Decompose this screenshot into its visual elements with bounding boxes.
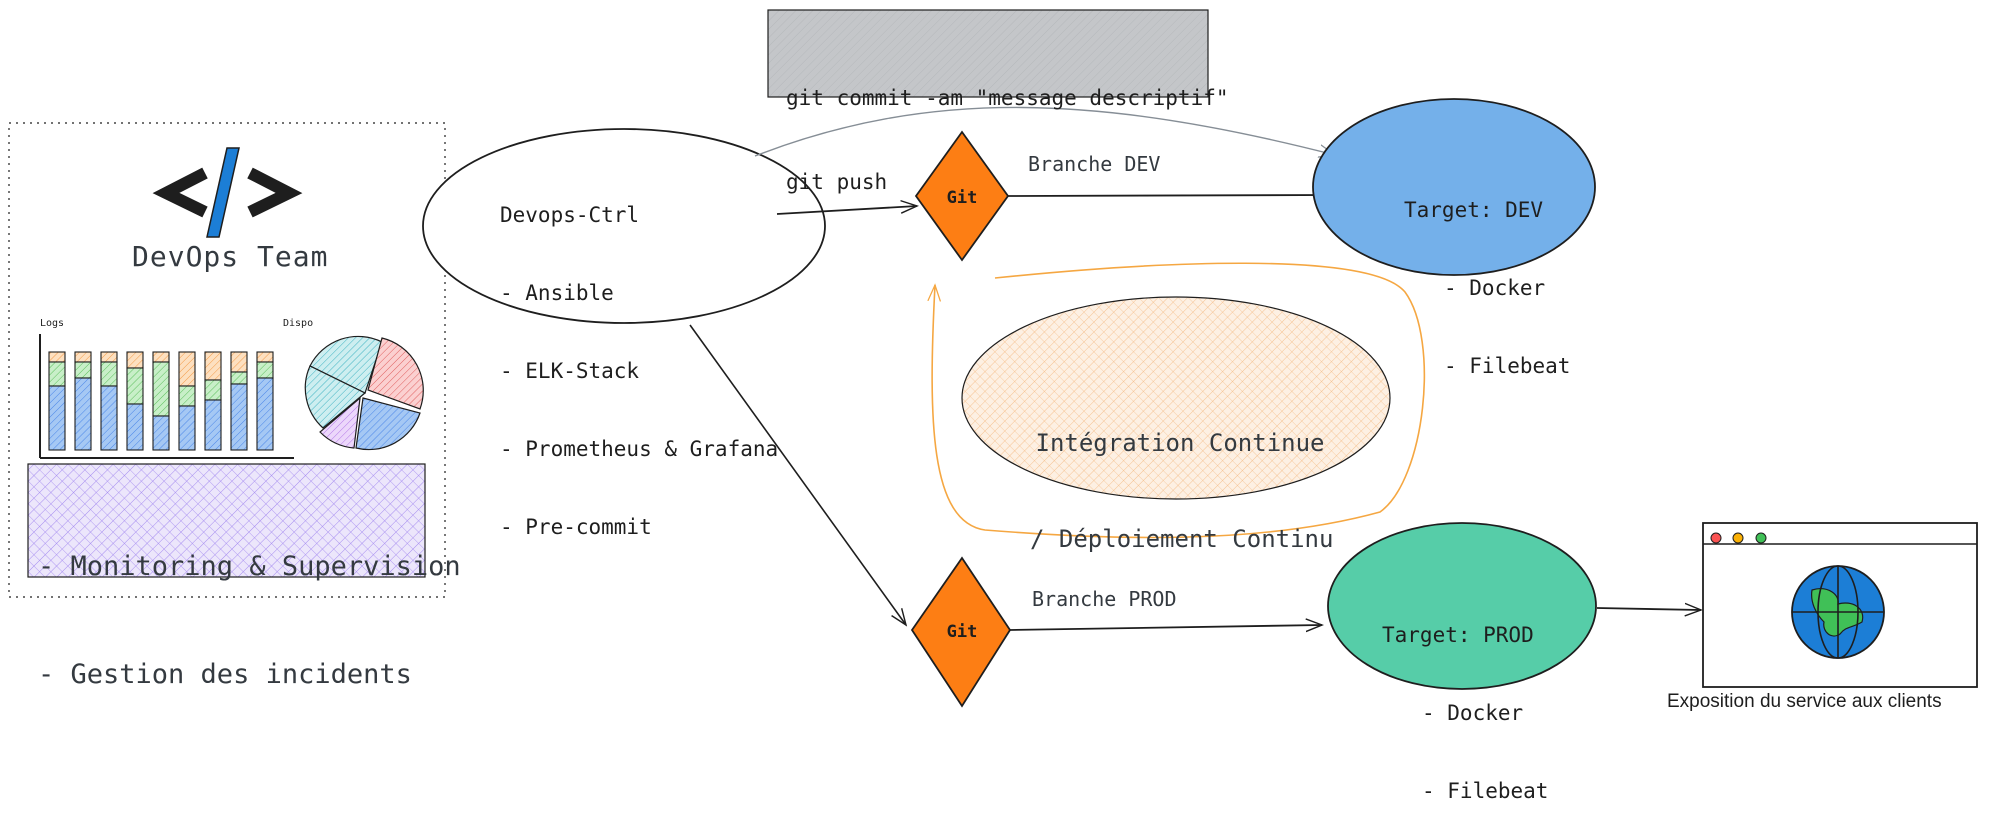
team-bar-chart xyxy=(39,334,294,459)
target-prod-item: - Docker xyxy=(1422,701,1524,725)
devops-ctrl-text: Devops-Ctrl - Ansible - ELK-Stack - Prom… xyxy=(500,150,778,566)
diagram-canvas: Git Git xyxy=(8,9,1978,708)
bar-segment xyxy=(126,367,144,405)
exposition-label: Exposition du service aux clients xyxy=(1667,691,1942,712)
team-tasks: - Monitoring & Supervision - Gestion des… xyxy=(38,477,461,729)
team-title: DevOps Team xyxy=(132,240,329,273)
branch-prod-arrow xyxy=(1009,625,1322,630)
bar-segment xyxy=(178,405,196,451)
bar-segment xyxy=(74,361,92,379)
target-dev-text: Target: DEV - Docker - Filebeat xyxy=(1404,145,1570,405)
target-prod-title: Target: PROD xyxy=(1382,623,1534,647)
bar-segment xyxy=(100,351,118,363)
bar-segment xyxy=(204,379,222,401)
monitoring-box xyxy=(27,463,426,578)
bar-segment xyxy=(48,361,66,387)
git-command-text: git commit -am "message descriptif" git … xyxy=(786,28,1229,224)
globe-icon xyxy=(1791,565,1885,659)
git-prod-diamond xyxy=(910,556,1012,708)
team-frame xyxy=(8,122,446,598)
devops-ctrl-item: - ELK-Stack xyxy=(500,359,640,383)
ctrl-to-git-prod-arrow xyxy=(689,324,906,625)
bar-segment xyxy=(152,351,170,363)
devops-ctrl-item: - Ansible xyxy=(500,281,614,305)
target-prod-item: - Filebeat xyxy=(1422,779,1549,803)
code-brackets-icon xyxy=(152,147,303,238)
bar-segment xyxy=(100,361,118,387)
target-dev-node xyxy=(1312,98,1596,276)
bar-segment xyxy=(74,377,92,451)
target-dev-item: - Filebeat xyxy=(1444,354,1571,378)
cicd-line2: / Déploiement Continu xyxy=(1030,525,1334,553)
cicd-node xyxy=(961,296,1391,500)
bar-segment xyxy=(230,383,248,451)
cicd-text: Intégration Continue / Déploiement Conti… xyxy=(1030,363,1334,587)
chart-label-logs: Logs xyxy=(40,318,65,329)
bar-segment xyxy=(256,377,274,451)
branch-dev-arrow xyxy=(1007,195,1333,196)
bar-segment xyxy=(152,361,170,417)
git-command-box xyxy=(767,9,1209,98)
task-incidents: - Gestion des incidents xyxy=(38,659,412,690)
git-push-arrow xyxy=(754,106,1335,156)
bar-segment xyxy=(178,385,196,407)
devops-ctrl-item: - Pre-commit xyxy=(500,515,652,539)
devops-ctrl-item: - Prometheus & Grafana xyxy=(500,437,779,461)
chart-label-dispo: Dispo xyxy=(283,318,314,329)
git-dev-diamond xyxy=(914,130,1010,262)
devops-ctrl-node xyxy=(422,128,826,324)
bar-segment xyxy=(74,351,92,363)
bar-segment xyxy=(230,371,248,385)
git-dev-label: Git xyxy=(947,188,978,208)
branch-prod-label: Branche PROD xyxy=(1032,587,1177,611)
bar-segment xyxy=(256,361,274,379)
bar-segment xyxy=(204,351,222,381)
ctrl-to-git-dev-arrow xyxy=(776,206,917,215)
cicd-loop-arrow xyxy=(932,262,1426,539)
target-prod-text: Target: PROD - Docker - Filebeat xyxy=(1382,570,1548,830)
browser-window xyxy=(1702,522,1978,688)
bar-segment xyxy=(152,415,170,451)
bar-segment xyxy=(230,351,248,373)
target-dev-item: - Docker xyxy=(1444,276,1546,300)
bar-segment xyxy=(178,351,196,387)
target-prod-node xyxy=(1327,522,1597,690)
task-monitoring: - Monitoring & Supervision xyxy=(38,551,461,582)
bar-segment xyxy=(256,351,274,363)
git-commit-command: git commit -am "message descriptif" xyxy=(786,86,1229,110)
cicd-line1: Intégration Continue xyxy=(1035,429,1325,457)
bar-segment xyxy=(48,351,66,363)
bar-segment xyxy=(126,403,144,451)
team-pie-chart xyxy=(304,335,424,451)
target-dev-title: Target: DEV xyxy=(1404,198,1544,222)
branch-dev-label: Branche DEV xyxy=(1028,152,1161,176)
bar-segment xyxy=(126,351,144,369)
git-prod-label: Git xyxy=(947,622,978,642)
git-push-command: git push xyxy=(786,170,888,194)
bar-segment xyxy=(204,399,222,451)
bar-segment xyxy=(100,385,118,451)
prod-to-browser-arrow xyxy=(1596,608,1701,610)
bar-segment xyxy=(48,385,66,451)
devops-ctrl-title: Devops-Ctrl xyxy=(500,203,640,227)
